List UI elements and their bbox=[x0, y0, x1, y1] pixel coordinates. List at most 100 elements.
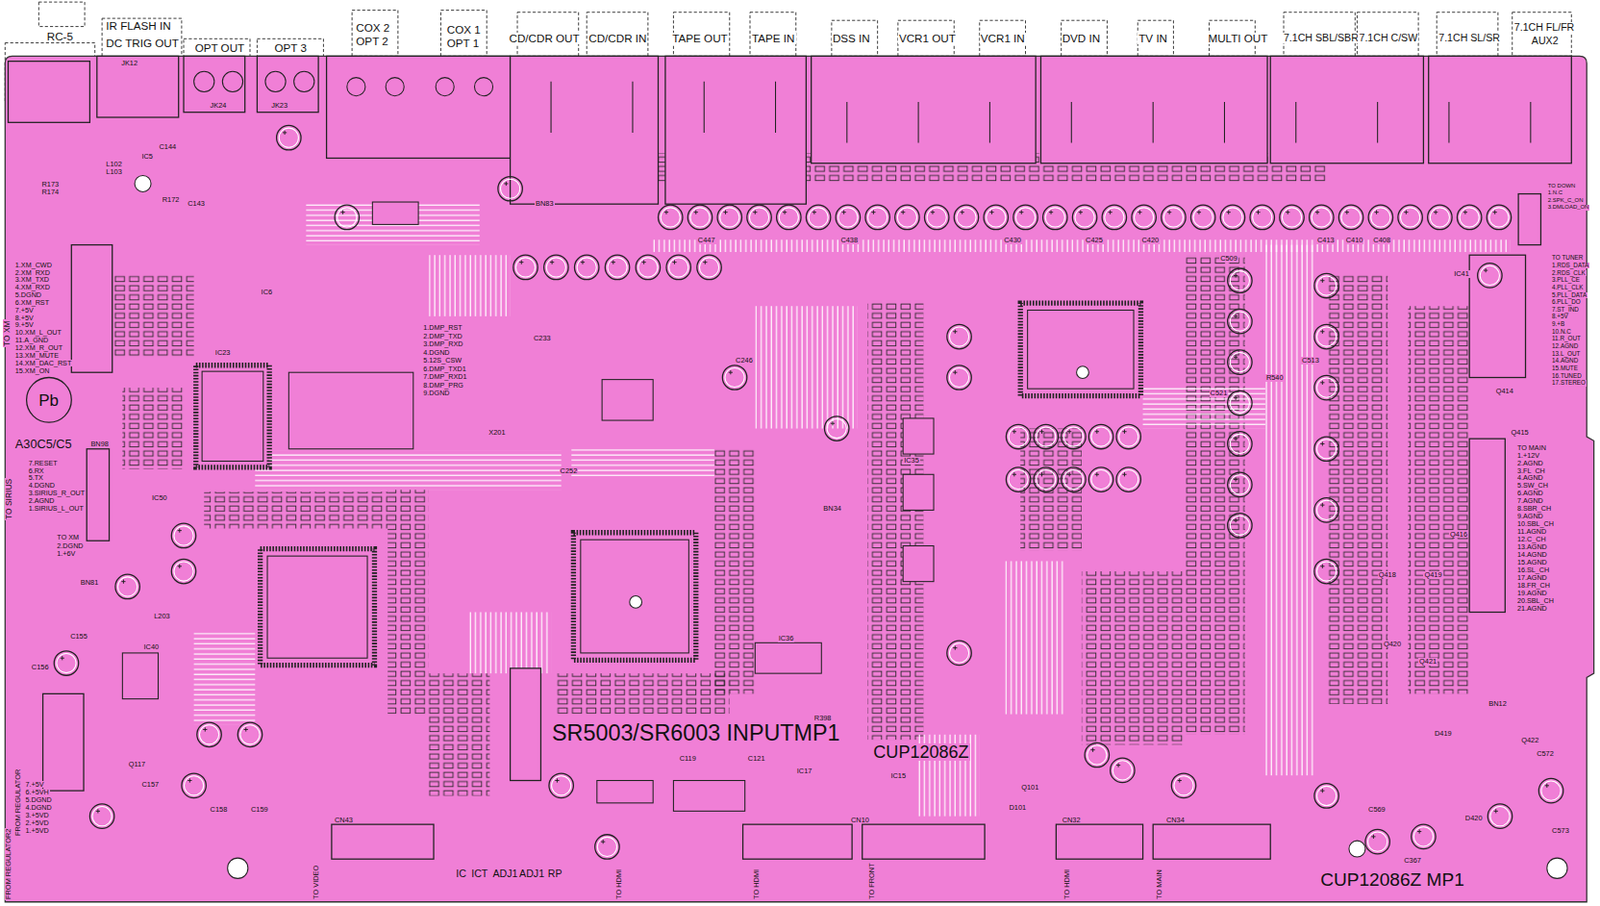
silkscreen-label: 7.+5V bbox=[24, 780, 45, 788]
silkscreen-label: 5.SW_CH bbox=[1516, 481, 1550, 489]
silkscreen-label: 2.SPK_C_ON bbox=[1547, 198, 1585, 204]
rotated-silkscreen-label: TO XM bbox=[2, 319, 11, 348]
silkscreen-label: C156 bbox=[30, 663, 50, 671]
silkscreen-label: BN34 bbox=[822, 504, 843, 512]
silkscreen-label: 6.+5VH bbox=[24, 788, 50, 796]
silkscreen-label: A30C5/C5 bbox=[14, 438, 74, 451]
silkscreen-label: COX 2 bbox=[354, 22, 391, 34]
silkscreen-label: 3.SIRIUS_R_OUT bbox=[27, 489, 86, 497]
silkscreen-label: CN32 bbox=[1061, 816, 1082, 824]
silkscreen-label: C119 bbox=[678, 754, 698, 762]
silkscreen-label: Pb bbox=[37, 392, 60, 409]
silkscreen-label: 3.DMLOAD_ON bbox=[1547, 204, 1591, 211]
silkscreen-label: 7.ST_IND bbox=[1550, 306, 1580, 313]
silkscreen-label: 7.DMP_RXD1 bbox=[422, 373, 468, 380]
silkscreen-label: C572 bbox=[1535, 750, 1555, 757]
silkscreen-label: DSS IN bbox=[831, 32, 872, 45]
silkscreen-label: Q422 bbox=[1520, 736, 1540, 744]
silkscreen-label: X201 bbox=[487, 428, 506, 436]
silkscreen-label: 9.+5V bbox=[14, 321, 35, 328]
silkscreen-label: R540 bbox=[1265, 374, 1285, 381]
silkscreen-label: TO DOWN bbox=[1547, 183, 1577, 190]
rotated-silkscreen-label: TO HDMI bbox=[1063, 868, 1071, 900]
silkscreen-label: 6.AGND bbox=[1516, 489, 1545, 497]
silkscreen-label: MULTI OUT bbox=[1206, 32, 1269, 45]
silkscreen-label: Q418 bbox=[1377, 571, 1398, 578]
silkscreen-label: 3.+5VD bbox=[24, 811, 50, 819]
silkscreen-label: OPT 1 bbox=[446, 37, 480, 50]
silkscreen-label: 5.TX bbox=[27, 474, 45, 481]
silkscreen-label: IC17 bbox=[796, 767, 814, 775]
silkscreen-label: C521 bbox=[1209, 389, 1229, 397]
silkscreen-label: 18.FR_CH bbox=[1516, 581, 1551, 589]
silkscreen-label: 7.RESET bbox=[27, 459, 59, 467]
silkscreen-label: Q416 bbox=[1449, 530, 1469, 538]
silkscreen-label: ADJ1 bbox=[492, 868, 520, 879]
silkscreen-label: C144 bbox=[157, 143, 177, 150]
silkscreen-label: C569 bbox=[1367, 805, 1387, 813]
silkscreen-label: 15.XM_ON bbox=[14, 367, 51, 375]
silkscreen-label: 5.DGND bbox=[24, 796, 52, 803]
silkscreen-label: JK23 bbox=[270, 101, 289, 109]
silkscreen-label: 8.+5V bbox=[1550, 313, 1570, 320]
silkscreen-label: 1.+6V bbox=[55, 550, 76, 557]
silkscreen-label: VCR1 OUT bbox=[898, 32, 957, 45]
silkscreen-label: C367 bbox=[1402, 856, 1423, 864]
silkscreen-label: 13.L_OUT bbox=[1550, 350, 1581, 357]
silkscreen-label: 3.DMP_RXD bbox=[422, 340, 464, 348]
silkscreen-label: 5.DGND bbox=[14, 291, 43, 299]
silkscreen-label: R174 bbox=[40, 188, 60, 196]
silkscreen-label: C573 bbox=[1550, 826, 1571, 834]
silkscreen-label: 16.SL_CH bbox=[1516, 566, 1550, 574]
silkscreen-label: 4.DGND bbox=[24, 803, 52, 811]
silkscreen-label: 7.+5V bbox=[14, 306, 35, 314]
rotated-silkscreen-label: TO HDMI bbox=[615, 868, 623, 900]
silkscreen-label: IC15 bbox=[889, 772, 907, 779]
silkscreen-label: 8.SBR_CH bbox=[1516, 504, 1552, 512]
silkscreen-label: C425 bbox=[1084, 236, 1104, 244]
silkscreen-label: C420 bbox=[1140, 236, 1160, 244]
silkscreen-label: ADJ1 bbox=[518, 868, 546, 879]
silkscreen-label: R398 bbox=[813, 714, 833, 722]
silkscreen-label: ICT bbox=[470, 868, 489, 879]
silkscreen-label: 1.SIRIUS_L_OUT bbox=[27, 504, 85, 512]
silkscreen-label: Q101 bbox=[1020, 783, 1040, 791]
silkscreen-label: 11.A_GND bbox=[14, 336, 50, 344]
silkscreen-label: 15.MUTE bbox=[1550, 365, 1579, 372]
silkscreen-label: Q421 bbox=[1418, 657, 1438, 665]
rotated-silkscreen-label: TO VIDEO bbox=[312, 864, 320, 900]
silkscreen-label: VCR1 IN bbox=[979, 32, 1026, 45]
silkscreen-label: CN34 bbox=[1165, 816, 1186, 824]
silkscreen-label: 17.STEREO bbox=[1550, 379, 1587, 386]
silkscreen-label: 14.AGND bbox=[1550, 357, 1579, 364]
silkscreen-label: C408 bbox=[1372, 236, 1392, 244]
silkscreen-label: 1.DMP_RST bbox=[422, 324, 463, 331]
silkscreen-label: 13.XM_MUTE bbox=[14, 351, 60, 359]
silkscreen-label: 11.R_OUT bbox=[1550, 335, 1582, 342]
silkscreen-label: COX 1 bbox=[446, 24, 482, 36]
silkscreen-label: 7.1CH SBL/SBR bbox=[1282, 32, 1360, 44]
silkscreen-label: IC bbox=[454, 868, 468, 879]
silkscreen-label: C233 bbox=[532, 334, 552, 342]
silkscreen-label: RC-5 bbox=[46, 30, 75, 43]
silkscreen-label: 21.AGND bbox=[1516, 604, 1549, 612]
silkscreen-label: OPT 2 bbox=[354, 35, 389, 48]
silkscreen-label: 1.+12V bbox=[1516, 451, 1541, 459]
silkscreen-label: CN10 bbox=[850, 816, 871, 824]
silkscreen-label: D101 bbox=[1007, 803, 1027, 811]
silkscreen-label: 9.DGND bbox=[422, 389, 450, 397]
silkscreen-label: Q414 bbox=[1495, 387, 1515, 395]
silkscreen-label: C158 bbox=[209, 805, 229, 813]
silkscreen-label: 4.XM_RXD bbox=[14, 283, 51, 291]
rotated-silkscreen-label: TO HDMI bbox=[752, 868, 760, 900]
silkscreen-label: 9.AGND bbox=[1516, 512, 1545, 520]
silkscreen-label: 11.AGND bbox=[1516, 527, 1548, 535]
silkscreen-label: C121 bbox=[747, 754, 767, 762]
silkscreen-label: JK24 bbox=[209, 101, 228, 109]
silkscreen-label: 2.RDS_CLK bbox=[1550, 270, 1587, 276]
silkscreen-label: 10.SBL_CH bbox=[1516, 520, 1555, 527]
silkscreen-label: TO MAIN bbox=[1516, 444, 1548, 451]
silkscreen-label: C143 bbox=[186, 200, 206, 207]
silkscreen-label: 7.AGND bbox=[1516, 497, 1545, 504]
silkscreen-label: IC36 bbox=[777, 634, 796, 642]
